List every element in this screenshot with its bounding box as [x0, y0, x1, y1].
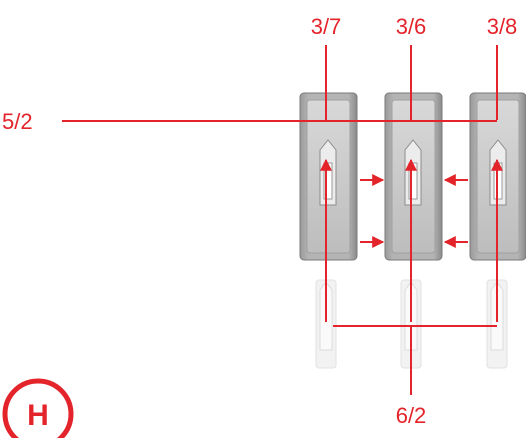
connectors [62, 45, 503, 395]
label-3-8: 3/8 [487, 14, 518, 39]
label-3-6: 3/6 [396, 14, 427, 39]
slider-middle [384, 92, 443, 261]
corner-mark-letter: H [27, 399, 49, 432]
slider-left [299, 92, 358, 261]
slider-housings [299, 92, 526, 261]
label-6-2: 6/2 [396, 403, 427, 428]
label-5-2: 5/2 [2, 109, 33, 134]
label-3-7: 3/7 [311, 14, 342, 39]
corner-mark: H [2, 378, 74, 438]
